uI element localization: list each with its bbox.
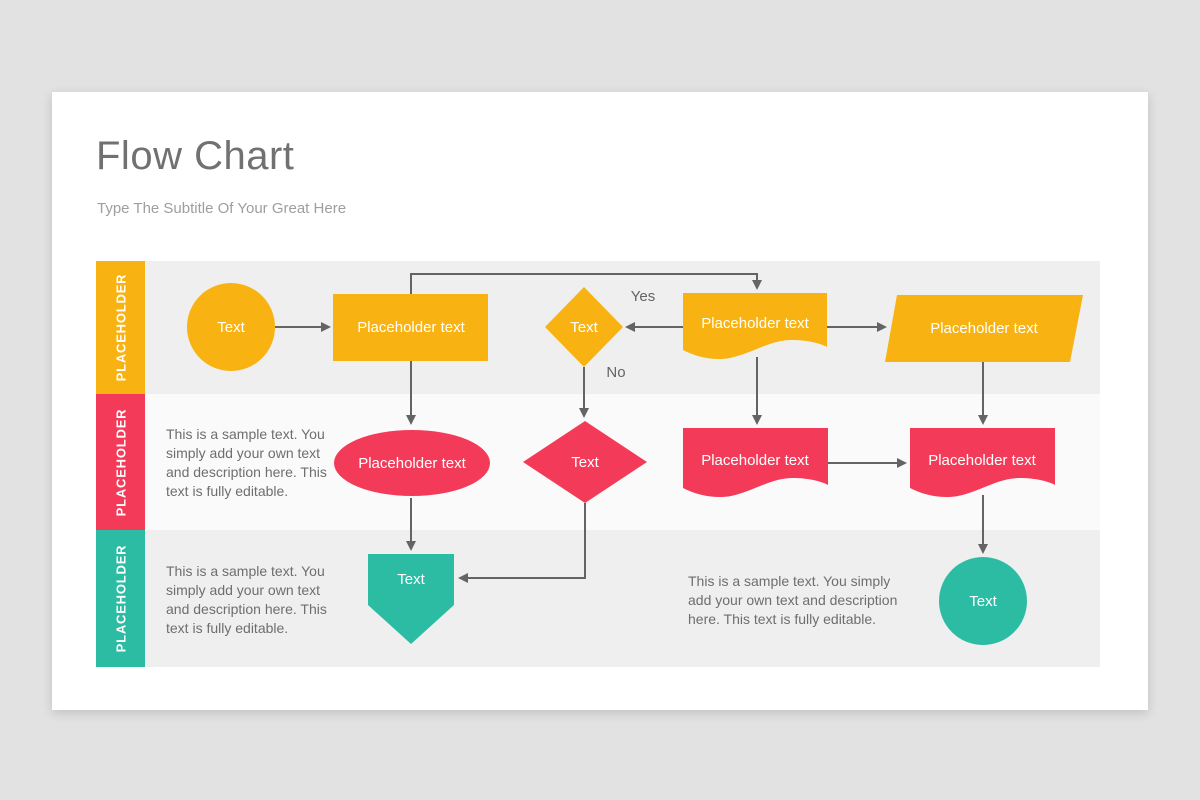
end-circle-label: Text [969, 593, 997, 610]
decision2-diamond-shape [523, 421, 647, 503]
pentagon-shape [368, 554, 454, 644]
parallelogram-shape [885, 295, 1083, 362]
row-3-tab: PLACEHOLDER [96, 530, 145, 667]
start-circle-label: Text [217, 319, 245, 336]
row-2-tab: PLACEHOLDER [96, 394, 145, 530]
decision-diamond-shape [545, 287, 623, 367]
flowchart-canvas: Text Placeholder text Text Yes No Placeh… [187, 273, 1083, 645]
parallelogram-label: Placeholder text [930, 320, 1038, 337]
decision2-diamond-label: Text [571, 454, 599, 471]
pentagon-label: Text [397, 571, 425, 588]
no-edge-label: No [606, 364, 625, 381]
process-rectangle-label: Placeholder text [357, 319, 465, 336]
document2b-label: Placeholder text [928, 452, 1036, 469]
page-title: Flow Chart [96, 134, 295, 178]
end-circle-shape [939, 557, 1027, 645]
yes-edge-label: Yes [631, 288, 655, 305]
connector-decision2-to-pentagon [458, 503, 586, 583]
process-rectangle-shape [333, 294, 488, 361]
decision-diamond-label: Text [570, 319, 598, 336]
row-3-description-2: This is a sample text. You simply add yo… [688, 573, 898, 627]
document2b-shape [910, 428, 1055, 498]
document2a-label: Placeholder text [701, 452, 809, 469]
connector-process-to-document-feedback [410, 273, 762, 294]
row-2-description: This is a sample text. You simply add yo… [166, 426, 327, 499]
document-shape-row1 [683, 293, 827, 360]
document-row1-label: Placeholder text [701, 315, 809, 332]
slide-card: Flow Chart Type The Subtitle Of Your Gre… [52, 92, 1148, 710]
ellipse-shape [334, 430, 490, 496]
start-circle-shape [187, 283, 275, 371]
document2a-shape [683, 428, 828, 498]
row-1-tab: PLACEHOLDER [96, 261, 145, 394]
flowchart-area: PLACEHOLDER PLACEHOLDER PLACEHOLDER This… [96, 261, 1100, 667]
row-3-description-1: This is a sample text. You simply add yo… [166, 563, 327, 636]
ellipse-label: Placeholder text [358, 455, 466, 472]
page-subtitle: Type The Subtitle Of Your Great Here [97, 200, 347, 217]
